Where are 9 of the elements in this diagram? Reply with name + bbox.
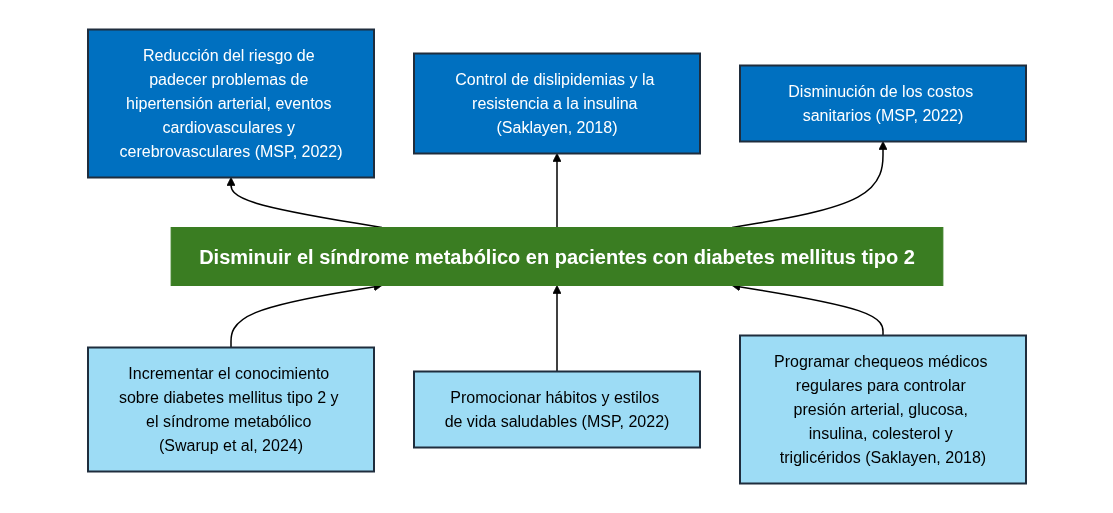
arrow: [552, 153, 561, 229]
arrow: [552, 285, 561, 373]
node-box: Disminución de los costos sanitarios (MSP, 2022): [738, 64, 1027, 143]
node-box: Reducción del riesgo de padecer problemas de hipertensión arterial, eventos cardiovasculares y cerebrovasculares (MSP, 2022): [86, 28, 375, 179]
node-box: Promocionar hábitos y estilos de vida saludables (MSP, 2022): [412, 370, 701, 449]
node-box: Incrementar el conocimiento sobre diabetes mellitus tipo 2 y el síndrome metabólico (Swarup et al, 2024): [86, 346, 375, 473]
node-box: Control de dislipidemias y la resistencia a la insulina (Saklayen, 2018): [412, 52, 701, 155]
node-box: Programar chequeos médicos regulares para controlar presión arterial, glucosa, insulina, colesterol y triglicéridos (Saklayen, 2018): [738, 334, 1027, 485]
node-box: Disminuir el síndrome metabólico en pacientes con diabetes mellitus tipo 2: [170, 227, 943, 286]
